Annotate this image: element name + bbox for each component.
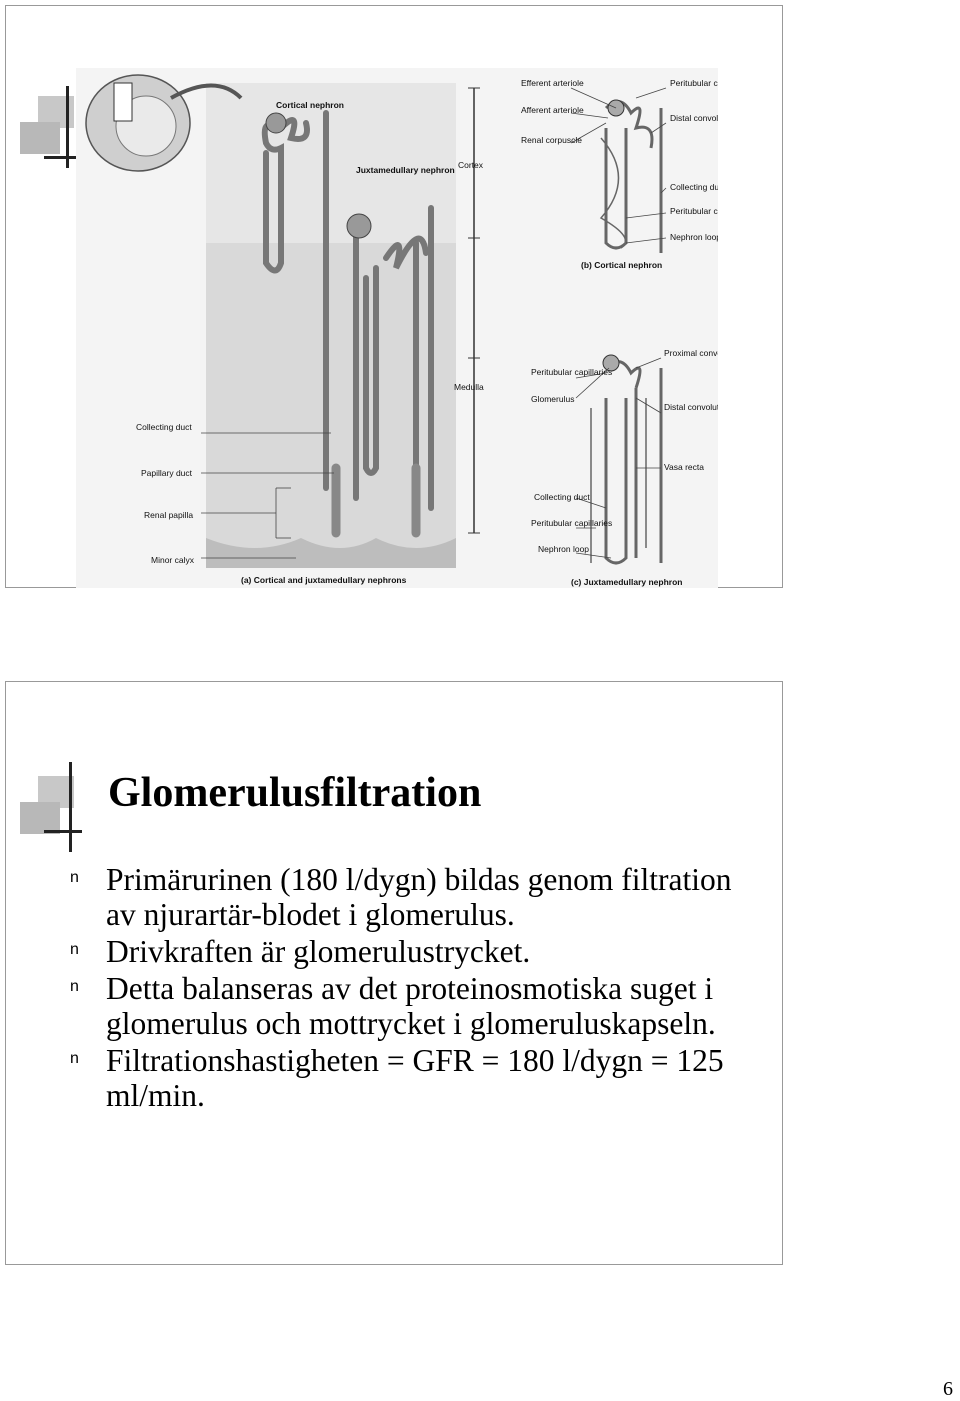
caption-b: (b) Cortical nephron <box>581 260 662 270</box>
label-afferent-arteriole: Afferent arteriole <box>521 105 584 115</box>
label-papillary-duct: Papillary duct <box>141 468 193 478</box>
label-renal-corpuscle: Renal corpuscle <box>521 135 582 145</box>
label-medulla: Medulla <box>454 382 484 392</box>
label-peritubular-capillaries-c: Peritubular capillaries <box>531 367 612 377</box>
label-minor-calyx: Minor calyx <box>151 555 195 565</box>
nephron-diagram: Cortical nephron Juxtamedullary nephron … <box>76 68 718 588</box>
bullet-marker: n <box>70 1047 79 1071</box>
slide-decoration <box>14 762 84 852</box>
bullet-item: n Primärurinen (180 l/dygn) bildas genom… <box>70 862 760 932</box>
slide-title: Glomerulusfiltration <box>108 769 481 817</box>
bullet-item: n Detta balanseras av det proteinosmotis… <box>70 971 760 1041</box>
label-renal-papilla: Renal papilla <box>144 510 193 520</box>
bullet-list: n Primärurinen (180 l/dygn) bildas genom… <box>70 862 760 1115</box>
bullet-marker: n <box>70 975 79 999</box>
bullet-text: Drivkraften är glomerulustrycket. <box>106 934 530 969</box>
label-collecting-duct-c: Collecting duct <box>534 492 590 502</box>
bullet-text: Primärurinen (180 l/dygn) bildas genom f… <box>106 862 732 932</box>
label-peritubular-capillaries-c2: Peritubular capillaries <box>531 518 612 528</box>
label-proximal-pct: Proximal convoluted tubule (PCT) <box>664 348 718 358</box>
caption-a: (a) Cortical and juxtamedullary nephrons <box>241 575 407 585</box>
bullet-item: n Filtrationshastigheten = GFR = 180 l/d… <box>70 1043 760 1113</box>
label-peritubular-capillaries-b: Peritubular capillaries <box>670 206 718 216</box>
bullet-item: n Drivkraften är glomerulustrycket. <box>70 934 760 969</box>
label-efferent-arteriole: Efferent arteriole <box>521 78 584 88</box>
label-peritubular-capillaries-top: Peritubular capillaries <box>670 78 718 88</box>
label-juxtamedullary-nephron: Juxtamedullary nephron <box>356 165 455 175</box>
label-distal-convoluted-tubule: Distal convoluted tubule <box>670 113 718 123</box>
bullet-marker: n <box>70 938 79 962</box>
label-collecting-duct: Collecting duct <box>136 422 192 432</box>
slide-decoration <box>14 86 84 166</box>
label-distal-dct: Distal convoluted tubule (DCT) <box>664 402 718 412</box>
bullet-text: Filtrationshastigheten = GFR = 180 l/dyg… <box>106 1043 724 1113</box>
label-nephron-loop-b: Nephron loop <box>670 232 718 242</box>
label-glomerulus: Glomerulus <box>531 394 574 404</box>
bullet-text: Detta balanseras av det proteinosmotiska… <box>106 971 716 1041</box>
label-nephron-loop-c: Nephron loop <box>538 544 589 554</box>
page-number: 6 <box>943 1378 953 1401</box>
label-collecting-duct-b: Collecting duct <box>670 182 718 192</box>
label-vasa-recta: Vasa recta <box>664 462 704 472</box>
label-cortex: Cortex <box>458 160 484 170</box>
slide-nephron-figure: Cortical nephron Juxtamedullary nephron … <box>5 5 783 588</box>
label-cortical-nephron: Cortical nephron <box>276 100 344 110</box>
caption-c: (c) Juxtamedullary nephron <box>571 577 682 587</box>
bullet-marker: n <box>70 866 79 890</box>
